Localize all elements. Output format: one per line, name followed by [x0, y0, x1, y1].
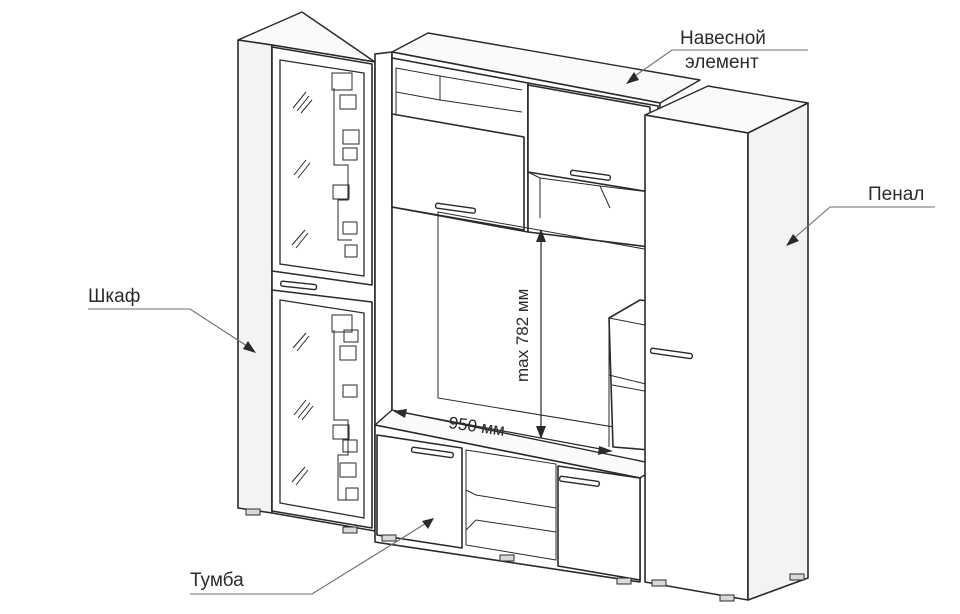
label-shkaf: Шкаф: [88, 286, 256, 353]
tall-cabinet-side: [747, 102, 809, 601]
shkaf-label: Шкаф: [88, 286, 140, 307]
hanging-label-line2: элемент: [685, 52, 759, 73]
label-penal: Пенал: [786, 184, 935, 246]
penal-label: Пенал: [868, 184, 924, 205]
height-dimension-label: max 782 мм: [513, 289, 532, 382]
wardrobe-lower-glass: [279, 299, 365, 519]
wardrobe: [237, 11, 376, 534]
wardrobe-side: [237, 39, 273, 514]
hanging-unit: [374, 32, 701, 466]
wardrobe-foot: [342, 526, 358, 534]
tall-cabinet: [644, 85, 809, 602]
hanging-label-line1: Навесной: [680, 28, 766, 49]
stand-left-handle: [410, 446, 455, 459]
tall-cabinet-handle: [649, 347, 694, 360]
label-hanging: Навесной элемент: [626, 28, 808, 84]
stand-right-door: [557, 465, 641, 581]
tall-cabinet-front: [644, 114, 749, 601]
wardrobe-handle: [279, 280, 318, 291]
stand-right-handle: [558, 475, 601, 487]
left-flap-door: [391, 113, 525, 231]
tv-stand: [374, 409, 661, 585]
right-flap-handle: [569, 169, 612, 181]
label-tumba: Тумба: [190, 518, 434, 595]
wardrobe-foot: [245, 508, 261, 516]
tumba-label: Тумба: [190, 570, 244, 591]
dimension-height: max 782 мм: [513, 229, 546, 439]
left-flap-handle: [434, 202, 477, 214]
stand-left-door: [376, 434, 463, 549]
center-left-edge: [374, 51, 393, 431]
